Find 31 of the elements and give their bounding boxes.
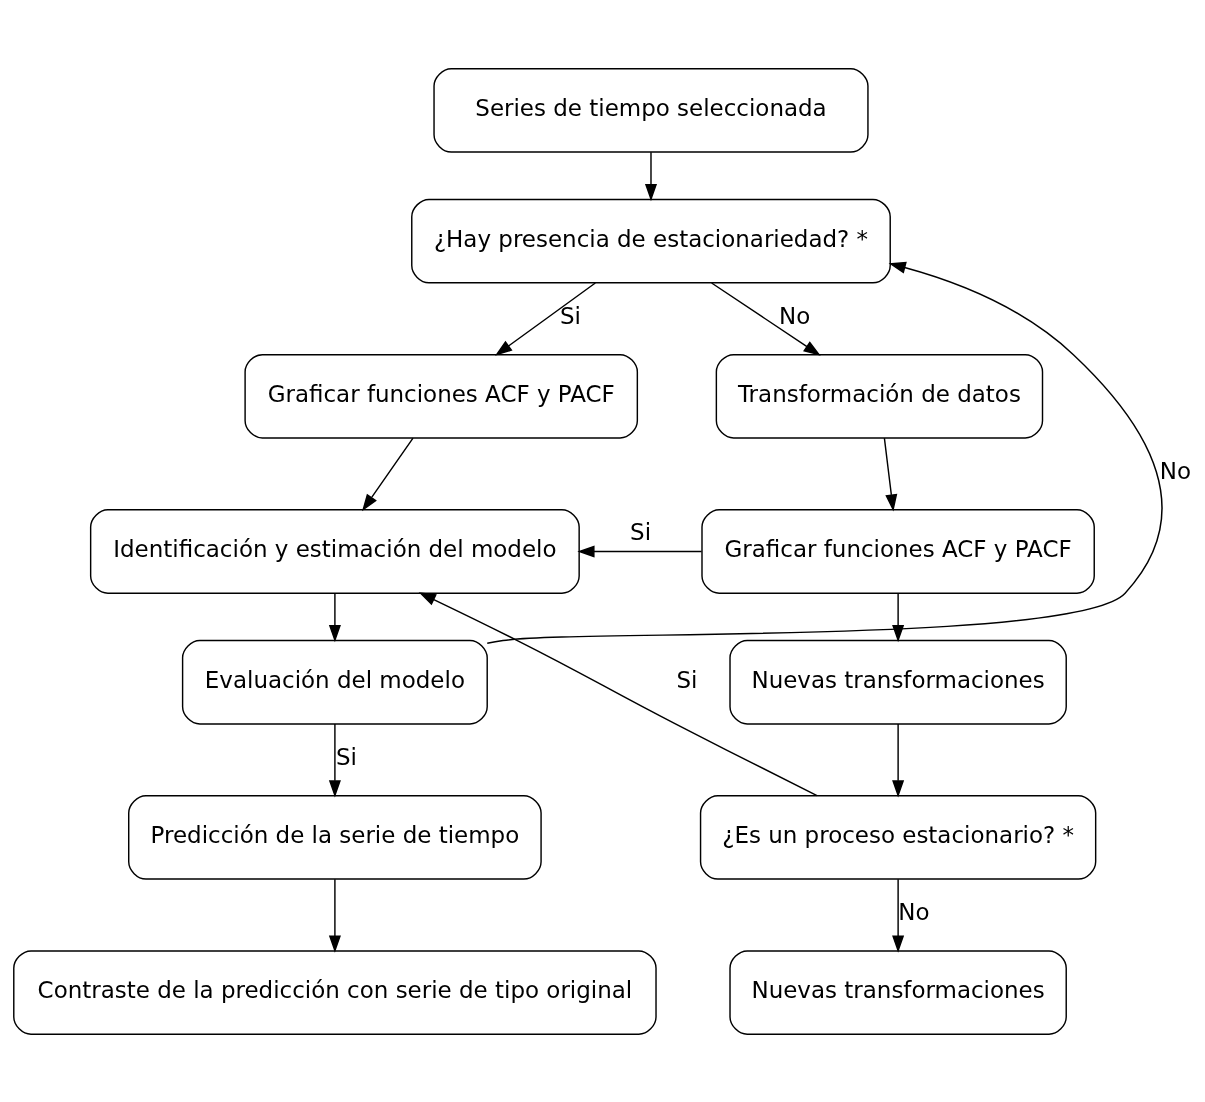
- edge-label: Si: [560, 302, 582, 329]
- node-box: Series de tiempo seleccionada: [433, 67, 869, 153]
- arrow: [577, 544, 703, 558]
- edge-label: No: [779, 302, 811, 329]
- arrow: [883, 436, 898, 512]
- node-box: Graficar funciones ACF y PACF: [701, 508, 1095, 594]
- node-box: Identificación y estimación del modelo: [89, 508, 580, 594]
- node-box: Graficar funciones ACF y PACF: [244, 353, 639, 439]
- node-box: Nuevas transformaciones: [729, 639, 1067, 725]
- arrow: [495, 281, 597, 356]
- edge-label: Si: [676, 666, 698, 693]
- edge-label: No: [898, 898, 930, 925]
- arrow: [892, 878, 905, 953]
- arrow: [328, 722, 341, 798]
- node-box: Predicción de la serie de tiempo: [128, 794, 542, 880]
- node-box: ¿Hay presencia de estacionariedad? *: [411, 198, 891, 284]
- arrow: [710, 281, 821, 356]
- node-box: ¿Es un proceso estacionario? *: [699, 794, 1097, 880]
- arrow: [328, 592, 341, 642]
- edge-label: Si: [335, 743, 357, 770]
- arrow: [328, 878, 341, 953]
- edge-label: No: [1159, 457, 1192, 484]
- arrow: [644, 151, 658, 201]
- arrow: [362, 436, 414, 511]
- node-box: Contraste de la predicción con serie de tipo original: [13, 949, 657, 1035]
- arrow: [418, 591, 818, 796]
- node-box: Evaluación del modelo: [181, 639, 488, 725]
- node-box: Nuevas transformaciones: [729, 949, 1067, 1035]
- edge-label: Si: [630, 518, 652, 545]
- arrow: [892, 722, 905, 798]
- node-box: Transformación de datos: [715, 353, 1044, 439]
